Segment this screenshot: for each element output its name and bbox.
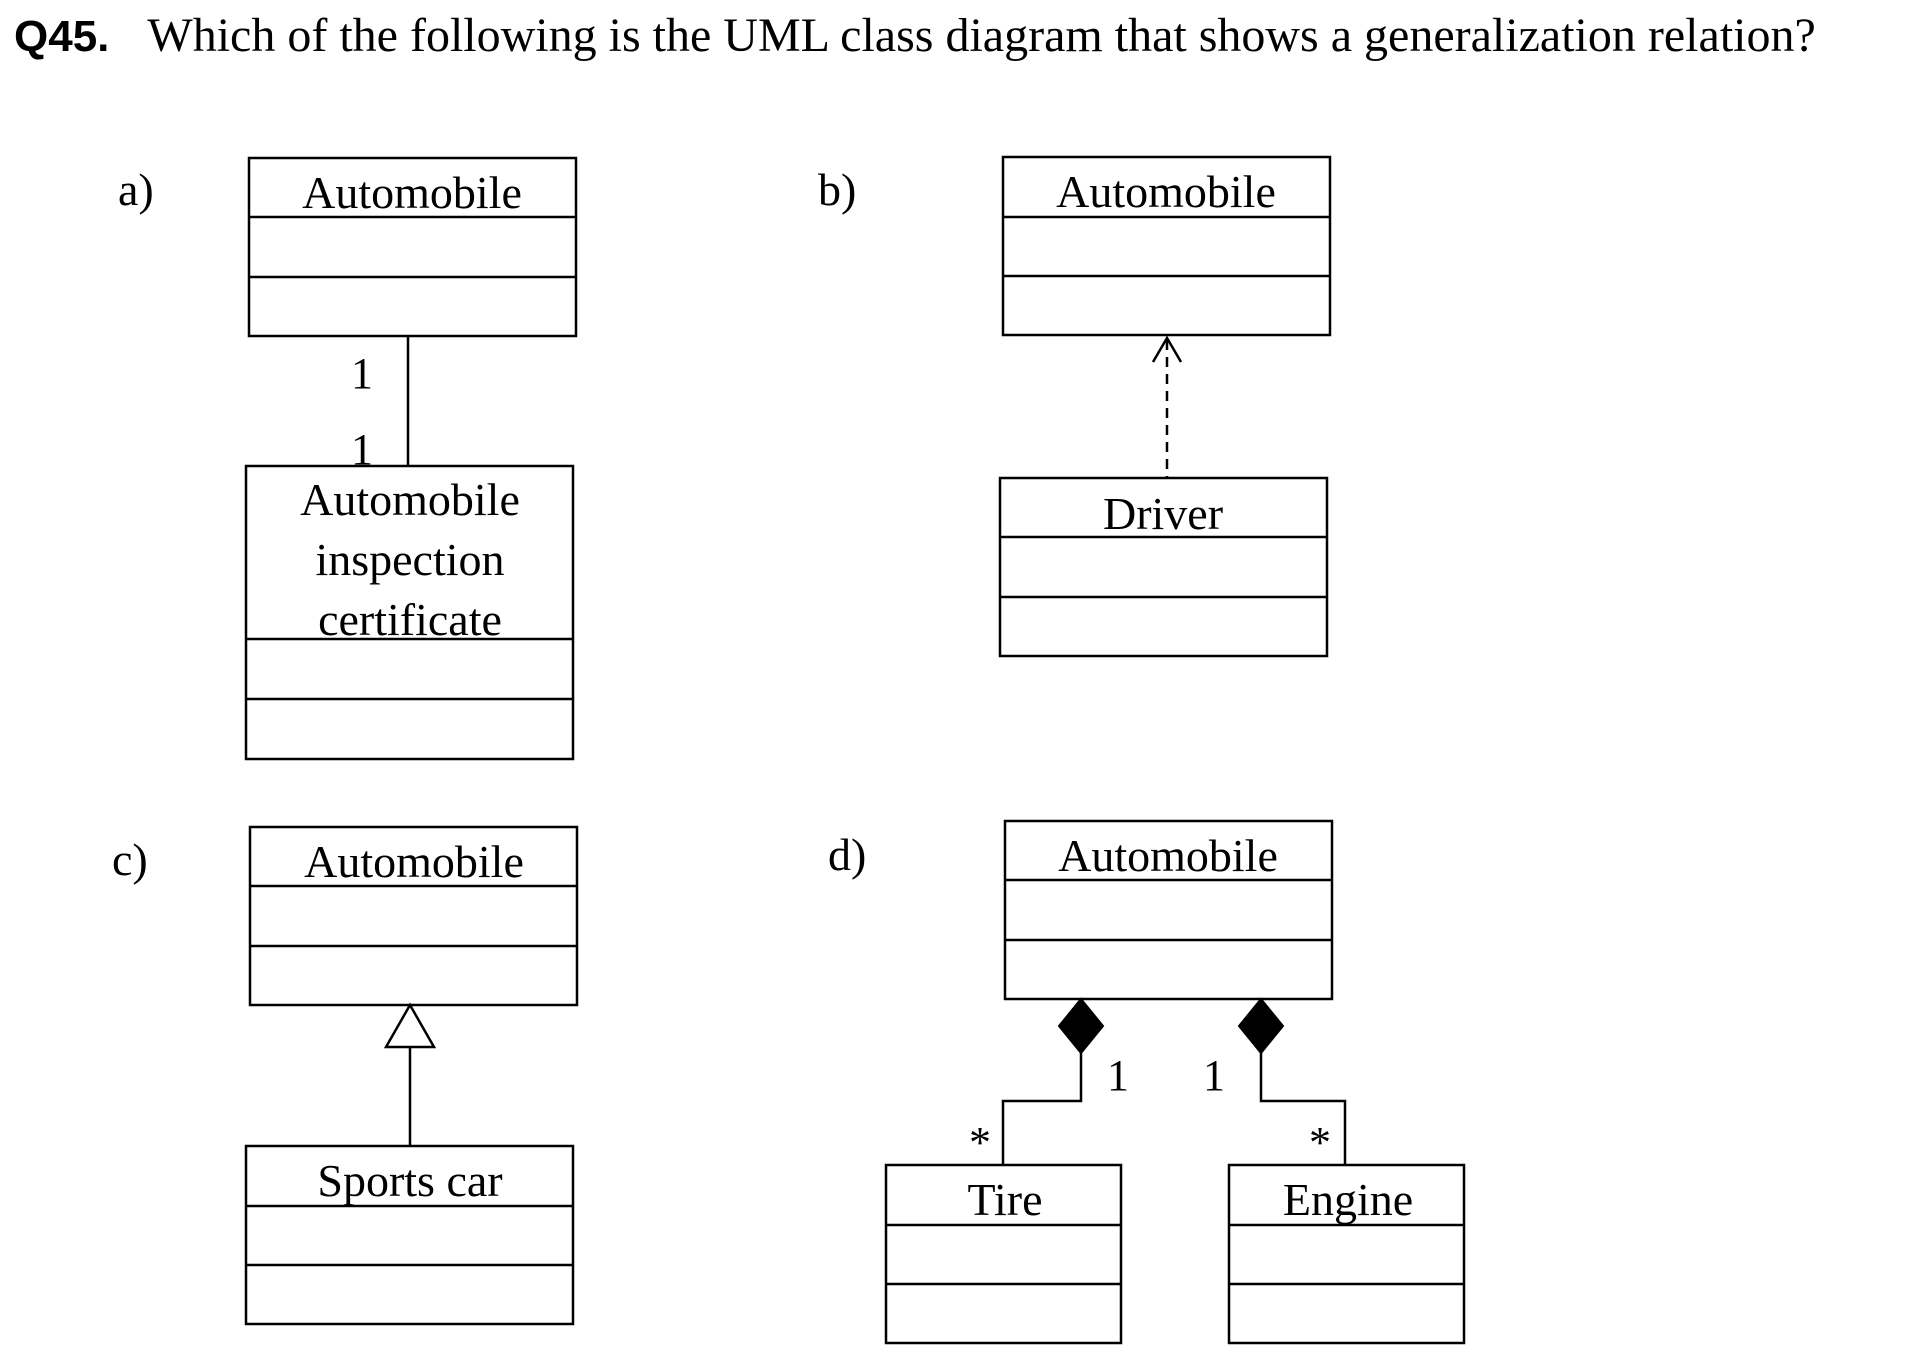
class-name: Engine: [1283, 1174, 1413, 1225]
composition-line-left: [1001, 1053, 1083, 1165]
question-text: Which of the following is the UML class …: [147, 9, 1816, 62]
class-name-line-1: Automobile: [300, 474, 520, 525]
option-c: c) Automobile Sports car: [112, 825, 579, 1326]
option-a: a) Automobile 1 1 Automobile inspection …: [118, 156, 578, 761]
class-box: [884, 1163, 1123, 1345]
class-name: Tire: [968, 1174, 1043, 1225]
question-header: Q45. Which of the following is the UML cl…: [14, 8, 1904, 63]
class-name: Driver: [1103, 488, 1223, 539]
multiplicity-bottom: 1: [351, 425, 373, 474]
option-d-top-class: Automobile: [1003, 819, 1334, 1001]
option-b-bottom-class: Driver: [998, 476, 1329, 658]
option-c-label: c): [112, 834, 148, 885]
option-c-top-class: Automobile: [248, 825, 579, 1007]
option-d-right-class: Engine: [1227, 1163, 1466, 1345]
question-number: Q45.: [14, 12, 110, 61]
option-d-label: d): [828, 829, 866, 880]
option-b-label: b): [818, 164, 856, 215]
class-box: [247, 156, 578, 338]
multiplicity-top: 1: [351, 349, 373, 398]
composition-line-right: [1259, 1053, 1347, 1165]
class-name: Automobile: [1058, 830, 1278, 881]
option-a-label: a): [118, 164, 154, 215]
option-a-top-class: Automobile: [247, 156, 578, 338]
class-box: [1227, 1163, 1466, 1345]
class-name: Automobile: [1056, 166, 1276, 217]
class-name-line-3: certificate: [318, 594, 502, 645]
class-name-line-2: inspection: [315, 534, 504, 585]
class-name: Automobile: [302, 167, 522, 218]
multiplicity-left-part: *: [969, 1118, 991, 1167]
multiplicity-right-part: *: [1309, 1118, 1331, 1167]
class-box: [248, 825, 579, 1007]
class-box: [1001, 155, 1332, 337]
option-b: b) Automobile Driver: [818, 155, 1332, 658]
option-a-bottom-class: Automobile inspection certificate: [244, 464, 575, 761]
filled-diamond: [1237, 997, 1285, 1055]
multiplicity-left-whole: 1: [1107, 1051, 1129, 1100]
option-d-left-class: Tire: [884, 1163, 1123, 1345]
option-d: d) Automobile 1 * 1 * Tire Engine: [828, 819, 1466, 1345]
option-c-bottom-class: Sports car: [244, 1144, 575, 1326]
class-box: [998, 476, 1329, 658]
class-box: [1003, 819, 1334, 1001]
open-arrowhead: [1151, 335, 1183, 363]
filled-diamond: [1057, 997, 1105, 1055]
option-b-top-class: Automobile: [1001, 155, 1332, 337]
class-name: Automobile: [304, 836, 524, 887]
hollow-triangle-arrowhead: [383, 1002, 437, 1049]
class-box: [244, 1144, 575, 1326]
multiplicity-right-whole: 1: [1203, 1051, 1225, 1100]
class-box: [244, 464, 575, 761]
class-name: Sports car: [317, 1155, 502, 1206]
